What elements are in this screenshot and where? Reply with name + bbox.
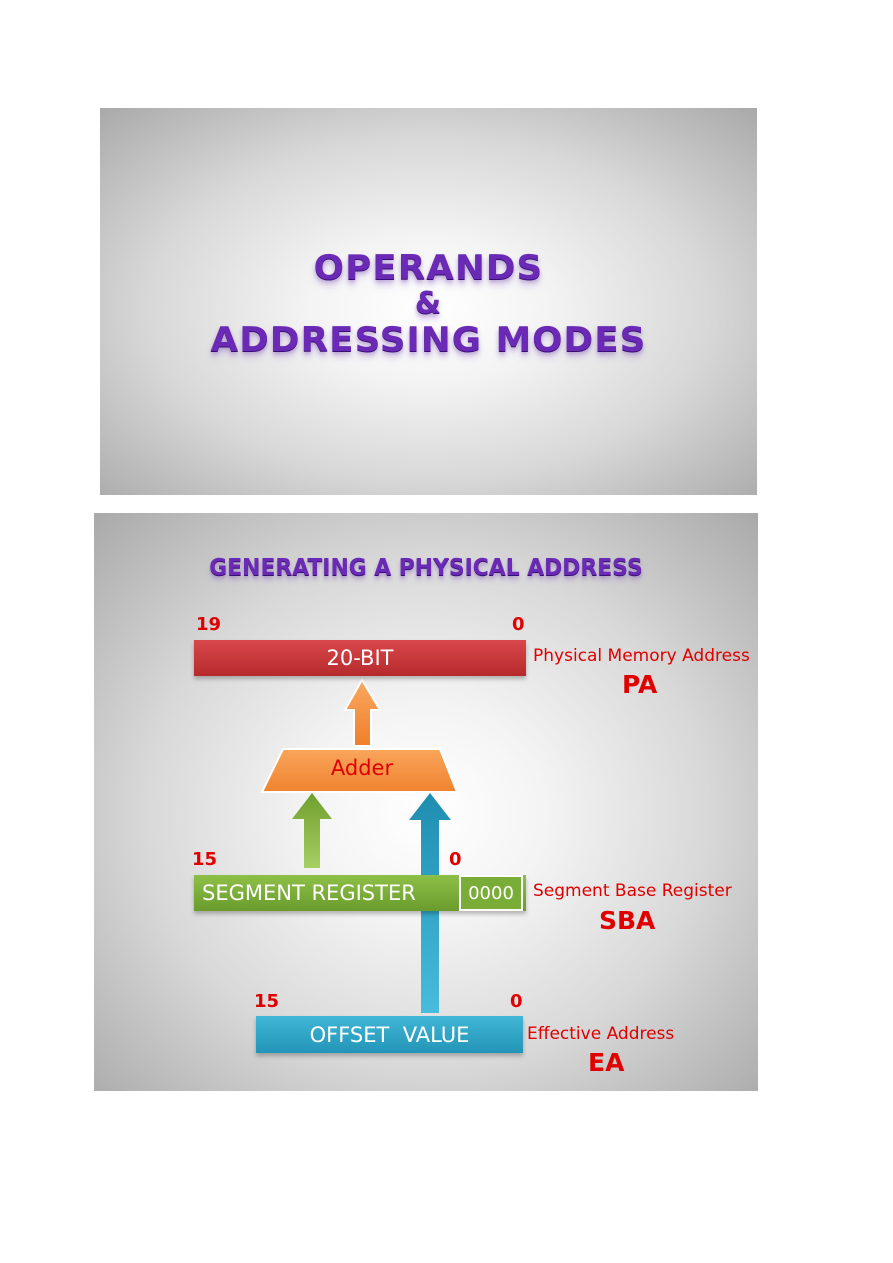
offset-description: Effective Address <box>527 1024 675 1044</box>
title-slide: OPERANDS & ADDRESSING MODES <box>100 108 757 495</box>
pa-bit-high: 19 <box>196 614 222 635</box>
segment-abbr: SBA <box>599 906 656 935</box>
segment-bit-high: 15 <box>192 849 218 870</box>
diagram-slide: GENERATING A PHYSICAL ADDRESS <box>94 513 758 1091</box>
pa-description: Physical Memory Address <box>533 646 750 666</box>
slide-title-line-3: ADDRESSING MODES <box>210 320 647 360</box>
slide-title-line-1: OPERANDS <box>313 248 544 288</box>
offset-bit-low: 0 <box>510 991 523 1012</box>
pa-bit-low: 0 <box>512 614 525 635</box>
offset-abbr: EA <box>588 1048 625 1077</box>
segment-zero-suffix: 0000 <box>459 875 523 911</box>
segment-description: Segment Base Register <box>533 881 732 901</box>
offset-bit-high: 15 <box>254 991 280 1012</box>
diagram-shapes <box>260 678 459 1013</box>
adder-to-pa-arrow <box>343 678 382 747</box>
pa-bar-label: 20-BIT <box>326 646 394 670</box>
slide-title-line-2: & <box>414 286 443 321</box>
offset-value-label: OFFSET VALUE <box>309 1022 470 1047</box>
adder-label: Adder <box>330 756 394 780</box>
pa-abbr: PA <box>622 670 658 699</box>
segment-to-adder-arrow <box>292 793 332 868</box>
adder-shape <box>260 748 459 793</box>
diagram-title: GENERATING A PHYSICAL ADDRESS <box>209 555 643 581</box>
pa-bar: 20-BIT <box>194 640 526 676</box>
offset-value-bar: OFFSET VALUE <box>256 1016 523 1053</box>
segment-register-label: SEGMENT REGISTER <box>202 881 416 905</box>
segment-bit-low: 0 <box>449 849 462 870</box>
